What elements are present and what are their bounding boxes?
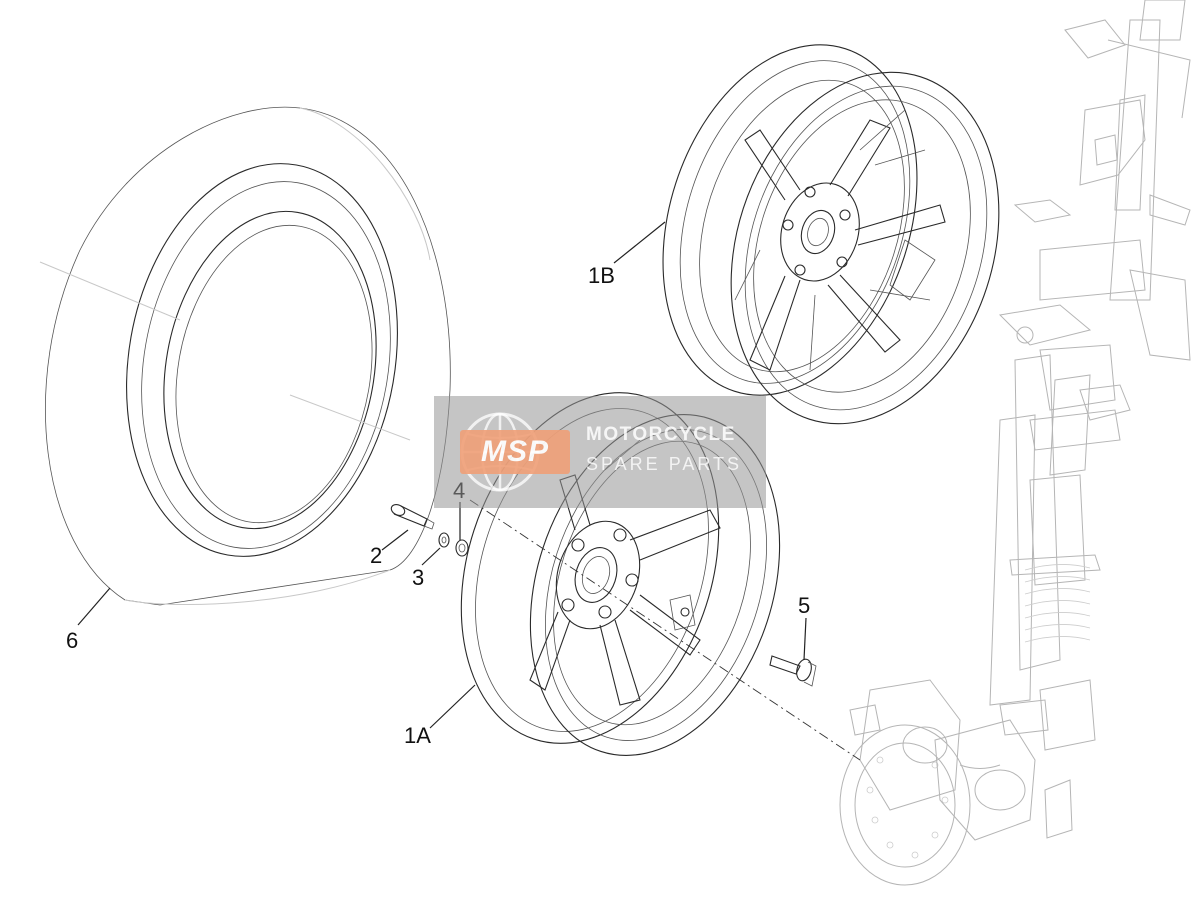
label-3: 3 [412, 565, 424, 590]
watermark-title: MOTORCYCLE [586, 424, 736, 445]
label-6: 6 [66, 628, 78, 653]
label-1a: 1A [404, 723, 431, 748]
wheel-axis-line [469, 499, 861, 761]
washer-4 [455, 539, 469, 557]
wheel-rim-1b [662, 44, 1000, 425]
leader-lines [77, 221, 807, 729]
watermark-subtitle: SPARE PARTS [586, 454, 743, 474]
watermark-badge: MSP [460, 430, 570, 474]
tire [39, 106, 451, 606]
washer-3 [438, 532, 450, 548]
label-5: 5 [798, 593, 810, 618]
watermark: MSP MOTORCYCLE SPARE PARTS [434, 396, 766, 508]
bolt [390, 504, 435, 530]
tire-valve [769, 655, 817, 687]
front-fork-assembly [839, 0, 1191, 886]
label-1b: 1B [588, 263, 615, 288]
label-2: 2 [370, 543, 382, 568]
